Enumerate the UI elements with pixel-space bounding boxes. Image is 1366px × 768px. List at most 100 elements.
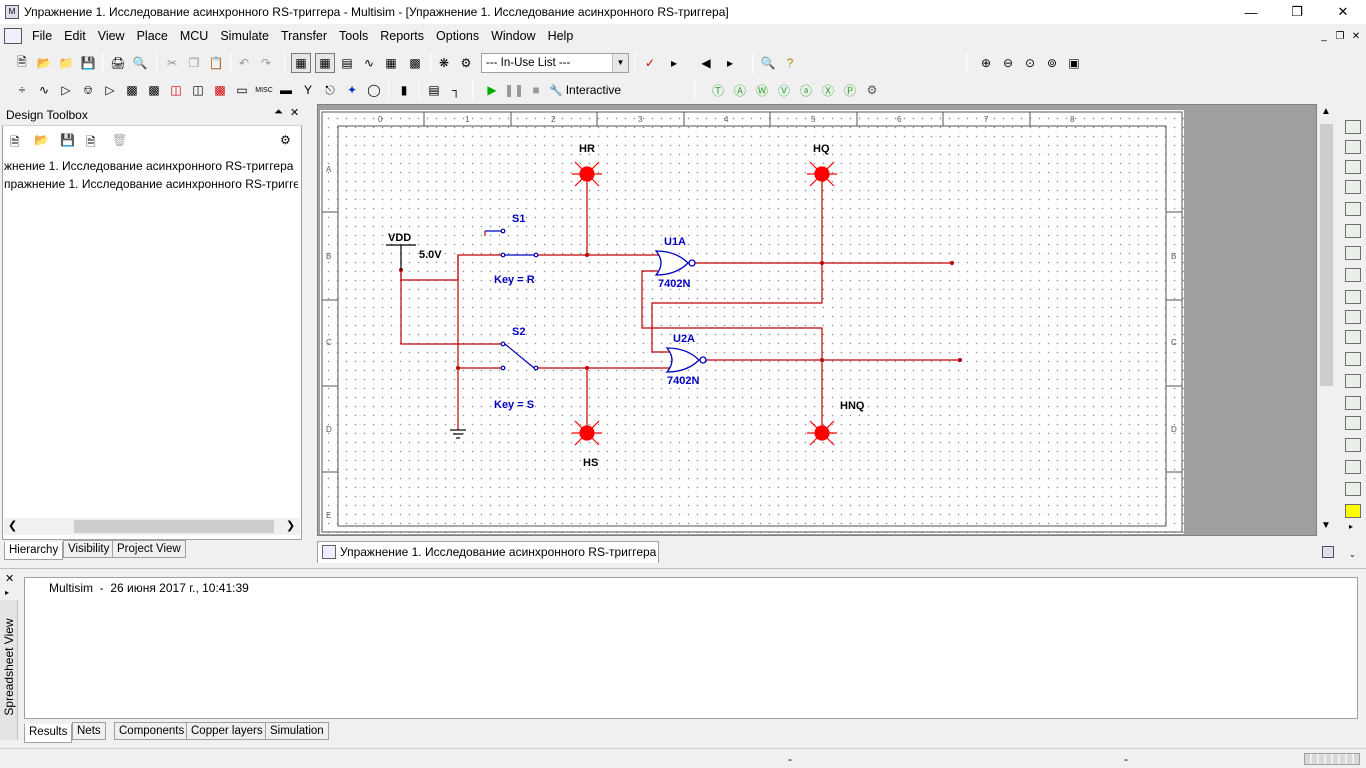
toggle-toolbox-icon[interactable]: ▦ (291, 53, 311, 73)
place-electromechanical-icon[interactable]: ⎋ (325, 82, 335, 97)
probe-hq[interactable] (807, 161, 837, 187)
probe-current-icon[interactable]: Ⓐ (733, 83, 746, 98)
help-icon[interactable]: ? (786, 56, 794, 70)
run-simulation-icon[interactable]: ▶ (487, 83, 497, 97)
menu-reports[interactable]: Reports (380, 29, 425, 43)
panel-close-icon[interactable]: ✕ (5, 573, 15, 585)
forward-annotate-icon[interactable]: ◀ (701, 56, 711, 70)
stop-simulation-icon[interactable]: ■ (532, 83, 540, 97)
iv-analyzer-icon[interactable] (1345, 330, 1361, 344)
place-analog-icon[interactable]: ▷ (105, 83, 115, 97)
place-basic-icon[interactable]: ∿ (38, 83, 50, 97)
app-icon[interactable]: M (5, 5, 19, 19)
place-mixed-icon[interactable]: ◫ (192, 83, 204, 97)
menu-transfer[interactable]: Transfer (280, 29, 328, 43)
probe-settings-icon[interactable]: ⚙ (866, 83, 878, 97)
switch-s2[interactable] (500, 341, 539, 371)
tab-visibility[interactable]: Visibility (63, 540, 115, 558)
show-breadboard-icon[interactable]: ⚙ (460, 56, 472, 70)
zoom-area-icon[interactable]: ⊙ (1024, 56, 1036, 70)
zoom-in-icon[interactable]: ⊕ (980, 56, 992, 70)
print-icon[interactable]: 🖨 (110, 56, 126, 70)
probe-hnq[interactable] (807, 420, 837, 446)
pause-simulation-icon[interactable]: ❚❚ (503, 83, 525, 97)
four-channel-oscilloscope-icon[interactable] (1345, 202, 1361, 216)
chevron-down-icon[interactable]: ▼ (612, 54, 628, 72)
zoom-out-icon[interactable]: ⊖ (1002, 56, 1014, 70)
word-generator-icon[interactable] (1345, 268, 1361, 282)
nor-gate-u2a[interactable] (665, 347, 707, 373)
open-design-icon[interactable]: 📂 (34, 133, 49, 147)
mdi-close-button[interactable]: ✕ (1351, 30, 1361, 42)
place-indicator-icon[interactable]: ▩ (214, 83, 226, 97)
place-transistor-icon[interactable]: ⎊ (83, 82, 93, 97)
menu-window[interactable]: Window (491, 29, 536, 43)
nor-gate-u1a[interactable] (654, 250, 696, 276)
panel-pin-icon[interactable]: ▸ (5, 588, 10, 597)
open-folder-icon[interactable]: 📂 (36, 56, 52, 70)
agilent-generator-icon[interactable] (1345, 416, 1361, 430)
oscilloscope-icon[interactable] (1345, 180, 1361, 194)
new-design-icon[interactable]: 🗎 (10, 135, 20, 149)
transfer-icon[interactable]: ▸ (726, 56, 734, 70)
document-icon[interactable] (4, 28, 22, 44)
new-file-icon[interactable]: 🗎 (17, 54, 27, 69)
close-icon[interactable]: ✕ (290, 107, 300, 119)
probe-transient-icon[interactable]: Ⓟ (843, 83, 856, 98)
tab-simulation[interactable]: Simulation (265, 722, 329, 740)
undo-icon[interactable]: ↶ (238, 56, 250, 70)
scroll-right-icon[interactable]: ❯ (286, 520, 296, 532)
probe-reference-icon[interactable]: ⓐ (799, 83, 812, 98)
save-icon[interactable]: 💾 (80, 56, 96, 70)
switch-s1[interactable] (484, 228, 539, 258)
place-source-icon[interactable]: ÷ (18, 83, 26, 97)
new-sheet-icon[interactable]: 🗎 (86, 135, 96, 149)
minimize-button[interactable]: — (1244, 4, 1258, 20)
wattmeter-icon[interactable] (1345, 160, 1361, 174)
menu-mcu[interactable]: MCU (179, 29, 209, 43)
labview-instrument-icon[interactable] (1345, 504, 1361, 518)
tab-nets[interactable]: Nets (72, 722, 106, 740)
toolbox-hscroll[interactable]: ❮ ❯ (4, 518, 300, 535)
place-bus-icon[interactable]: ┐ (451, 83, 461, 97)
hierarchical-block-icon[interactable]: ▤ (428, 83, 440, 97)
scroll-down-icon[interactable]: ▼ (1321, 520, 1331, 531)
find-examples-icon[interactable]: 🔍 (760, 56, 776, 70)
tab-project-view[interactable]: Project View (112, 540, 186, 558)
agilent-multimeter-icon[interactable] (1345, 438, 1361, 452)
vdd-source[interactable] (386, 244, 416, 270)
menu-file[interactable]: File (32, 29, 53, 43)
tree-item-sheet[interactable]: пражнение 1. Исследование асинхронного R… (4, 177, 298, 191)
place-cmos-icon[interactable]: ▩ (148, 83, 160, 97)
probe-digital-icon[interactable]: Ⓧ (821, 83, 834, 98)
close-button[interactable]: ✕ (1337, 4, 1349, 19)
tab-hierarchy[interactable]: Hierarchy (4, 542, 64, 560)
component-wizard-icon[interactable]: ▩ (409, 56, 421, 70)
in-use-list-dropdown[interactable]: --- In-Use List --- ▼ (481, 53, 629, 73)
mdi-restore-button[interactable]: ❐ (1335, 30, 1345, 42)
probe-hr[interactable] (572, 161, 602, 187)
mdi-minimize-button[interactable]: _ (1321, 30, 1327, 42)
paste-icon[interactable]: 📋 (208, 56, 224, 70)
frequency-counter-icon[interactable] (1345, 246, 1361, 260)
menu-tools[interactable]: Tools (339, 29, 369, 43)
postprocessor-icon[interactable]: ▦ (385, 56, 397, 70)
tab-results[interactable]: Results (24, 724, 73, 743)
schematic-sheet[interactable] (320, 110, 1184, 534)
function-generator-icon[interactable] (1345, 140, 1361, 154)
cut-icon[interactable]: ✂ (166, 56, 178, 70)
tree-item-design[interactable]: жнение 1. Исследование асинхронного RS-т… (4, 159, 294, 173)
scroll-left-icon[interactable]: ❮ (8, 520, 18, 532)
menu-options[interactable]: Options (436, 29, 480, 43)
menu-place[interactable]: Place (136, 29, 168, 43)
canvas-vscroll[interactable]: ▲ ▼ (1318, 106, 1335, 536)
open-sample-icon[interactable]: 📁 (58, 56, 74, 70)
maximize-button[interactable]: ❐ (1291, 4, 1303, 19)
delete-sheet-icon[interactable]: 🗑 (112, 133, 128, 147)
tab-components[interactable]: Components (114, 722, 190, 740)
component-search-icon[interactable]: ❋ (438, 56, 450, 70)
chevron-right-icon[interactable]: ▸ (1349, 522, 1354, 531)
zoom-full-icon[interactable]: ▣ (1068, 56, 1080, 70)
zoom-fit-icon[interactable]: ⊚ (1046, 56, 1058, 70)
